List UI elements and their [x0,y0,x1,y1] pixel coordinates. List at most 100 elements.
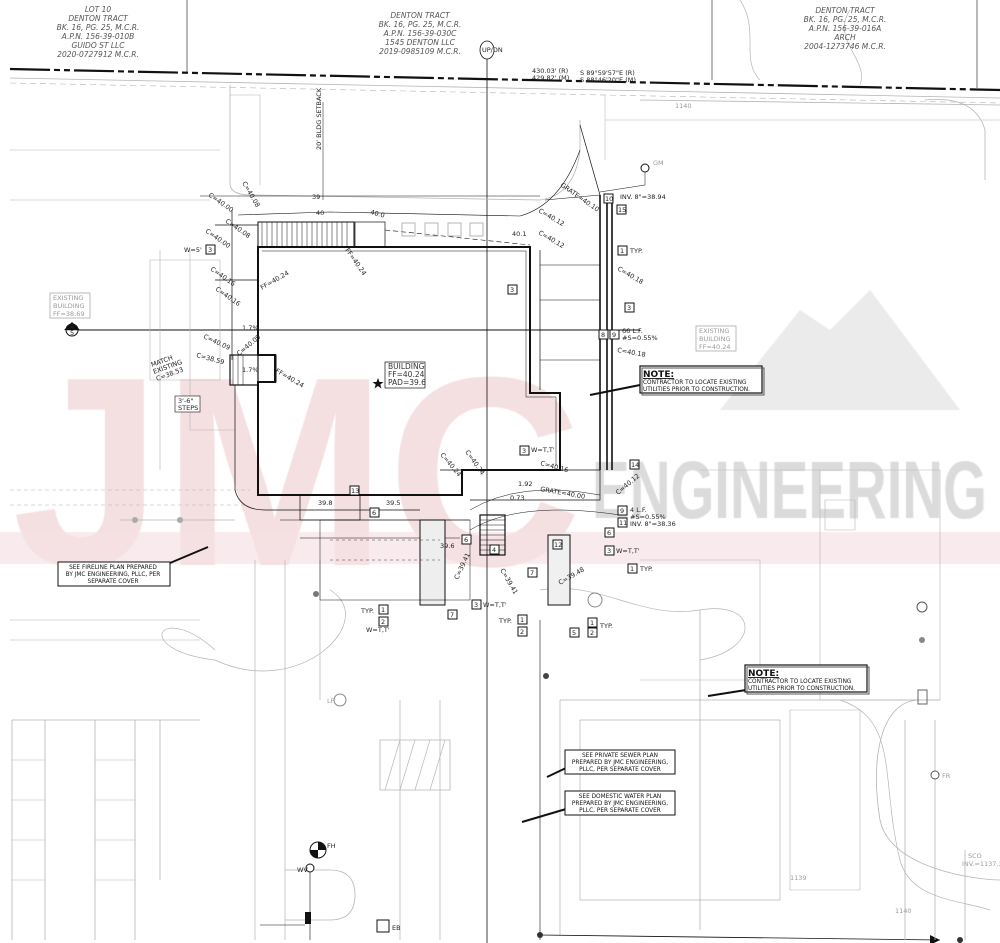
parcel-label-east: DENTON TRACT BK. 16, PG. 25, M.C.R. A.P.… [804,6,887,51]
svg-text:W=T,T': W=T,T' [616,547,640,555]
svg-text:UP/DN: UP/DN [482,46,503,54]
svg-text:FF=40.24: FF=40.24 [699,343,731,351]
existing-building-west: EXISTING BUILDING FF=38.69 [49,292,91,319]
svg-text:SEE PRIVATE SEWER PLAN: SEE PRIVATE SEWER PLAN [582,753,658,759]
svg-text:PLLC, PER SEPARATE COVER: PLLC, PER SEPARATE COVER [579,808,661,814]
svg-text:40.1: 40.1 [512,230,526,238]
svg-text:BUILDING: BUILDING [53,302,85,310]
svg-text:SCO: SCO [968,852,982,860]
svg-text:3: 3 [474,601,478,609]
svg-text:C=40.18: C=40.18 [617,346,647,359]
svg-text:C=39.41: C=39.41 [498,567,519,596]
svg-text:1: 1 [381,606,385,614]
updn-marker-icon: UP/DN [479,40,503,60]
svg-text:1139: 1139 [790,874,807,882]
parcel-label-center: DENTON TRACT BK. 16, PG. 25, M.C.R. A.P.… [379,11,462,56]
svg-text:2: 2 [381,618,385,626]
svg-text:A.P.N. 156-39-010B: A.P.N. 156-39-010B [61,32,135,41]
keynote-2b: 2 [517,626,528,637]
keynote-8: 8 [598,329,609,340]
svg-text:C=40.09: C=40.09 [202,333,231,352]
svg-text:TYP.: TYP. [599,622,613,630]
svg-text:EXISTING: EXISTING [699,327,729,335]
svg-text:INV. 8"=38.94: INV. 8"=38.94 [620,193,666,201]
note-utilities-2: NOTE: CONTRACTOR TO LOCATE EXISTING UTIL… [707,664,870,697]
svg-text:INV.=1137.32: INV.=1137.32 [962,860,1000,868]
keynote-1: 1 [617,245,628,256]
svg-text:12: 12 [554,541,562,549]
keynote-3b: 3 [624,302,635,313]
svg-text:C=40.00: C=40.00 [207,191,235,214]
svg-text:A: A [70,323,75,331]
svg-text:C=40.16: C=40.16 [539,459,569,474]
svg-text:INV. 8"=38.36: INV. 8"=38.36 [630,520,676,528]
svg-text:A.P.N. 156-39-030C: A.P.N. 156-39-030C [383,29,457,38]
svg-text:4 L.F.: 4 L.F. [630,506,647,514]
keynote-4: 4 [489,544,500,555]
svg-text:EXISTING: EXISTING [53,294,83,302]
svg-text:SEE FIRELINE PLAN PREPARED: SEE FIRELINE PLAN PREPARED [69,565,157,571]
keynote-14: 14 [629,459,640,470]
utility-lines [120,163,966,943]
svg-text:A.P.N. 156-39-016A: A.P.N. 156-39-016A [808,24,882,33]
star-icon [372,378,384,389]
svg-text:PAD=39.6: PAD=39.6 [388,378,426,387]
svg-text:STEPS: STEPS [178,404,198,412]
symbol-labels: GM FH WV EB FR LF SCO INV.=1137.32 [297,159,1000,932]
svg-text:TYP.: TYP. [639,565,653,573]
note-fireline: SEE FIRELINE PLAN PREPARED BY JMC ENGINE… [57,546,209,587]
svg-text:39.6: 39.6 [440,542,454,550]
svg-text:LOT 10: LOT 10 [85,5,112,14]
svg-text:6: 6 [464,536,468,544]
svg-text:CONTRACTOR TO LOCATE EXISTING: CONTRACTOR TO LOCATE EXISTING [643,380,747,386]
svg-text:39.8: 39.8 [318,499,332,507]
svg-text:C=40.18: C=40.18 [616,265,645,286]
svg-text:FH: FH [327,842,336,850]
svg-text:BUILDING: BUILDING [388,362,425,371]
svg-text:GRATE=40.00: GRATE=40.00 [540,485,586,501]
svg-text:PREPARED BY JMC ENGINEERING,: PREPARED BY JMC ENGINEERING, [572,760,668,766]
svg-text:FF=40.24: FF=40.24 [274,367,305,390]
svg-text:ARCH: ARCH [833,33,856,42]
keynote-13: 13 [349,485,360,496]
svg-text:BK. 16, PG. 25, M.C.R.: BK. 16, PG. 25, M.C.R. [379,20,462,29]
svg-text:2004-1273746 M.C.R.: 2004-1273746 M.C.R. [804,42,886,51]
svg-text:NOTE:: NOTE: [643,370,674,380]
svg-text:FR: FR [942,772,951,780]
svg-text:TYP.: TYP. [360,607,374,615]
svg-text:3: 3 [208,246,212,254]
keynote-12: 12 [552,539,563,550]
keynote-1d: 1 [517,614,528,625]
svg-text:FF=38.69: FF=38.69 [53,310,85,318]
keynote-6: 6 [369,507,380,518]
note-sewer: SEE PRIVATE SEWER PLAN PREPARED BY JMC E… [546,749,676,778]
svg-text:S 88°46'20"E (M): S 88°46'20"E (M) [580,76,636,84]
svg-text:429.82' (M): 429.82' (M) [532,74,569,82]
svg-text:3: 3 [522,447,526,455]
svg-text:7: 7 [530,569,534,577]
svg-text:430.03' (R): 430.03' (R) [532,67,568,75]
keynote-1c: 1 [378,604,389,615]
svg-text:#S=0.55%: #S=0.55% [630,513,666,521]
svg-text:DENTON TRACT: DENTON TRACT [815,6,876,15]
svg-text:39.5: 39.5 [386,499,400,507]
svg-text:1: 1 [520,616,524,624]
svg-text:8: 8 [601,331,605,339]
svg-text:4: 4 [492,546,496,554]
svg-text:10: 10 [605,195,613,203]
svg-text:GRATE=40.10: GRATE=40.10 [559,181,601,214]
svg-text:FF=40.24: FF=40.24 [259,269,290,292]
svg-text:UTILITIES PRIOR TO CONSTRUCTIO: UTILITIES PRIOR TO CONSTRUCTION. [748,686,855,692]
svg-text:BY JMC ENGINEERING, PLLC, PER: BY JMC ENGINEERING, PLLC, PER [66,572,161,578]
svg-text:W=T,T': W=T,T' [531,446,555,454]
svg-text:2: 2 [590,629,594,637]
keynote-6c: 6 [604,527,615,538]
svg-text:W=T,T': W=T,T' [366,626,390,634]
svg-text:3: 3 [510,286,514,294]
svg-text:2019-0985109 M.C.R.: 2019-0985109 M.C.R. [379,47,461,56]
svg-text:TYP.: TYP. [498,617,512,625]
building-label: BUILDING FF=40.24 PAD=39.6 [372,361,426,389]
keynote-10: 10 [603,193,614,204]
svg-text:TYP.: TYP. [629,247,643,255]
